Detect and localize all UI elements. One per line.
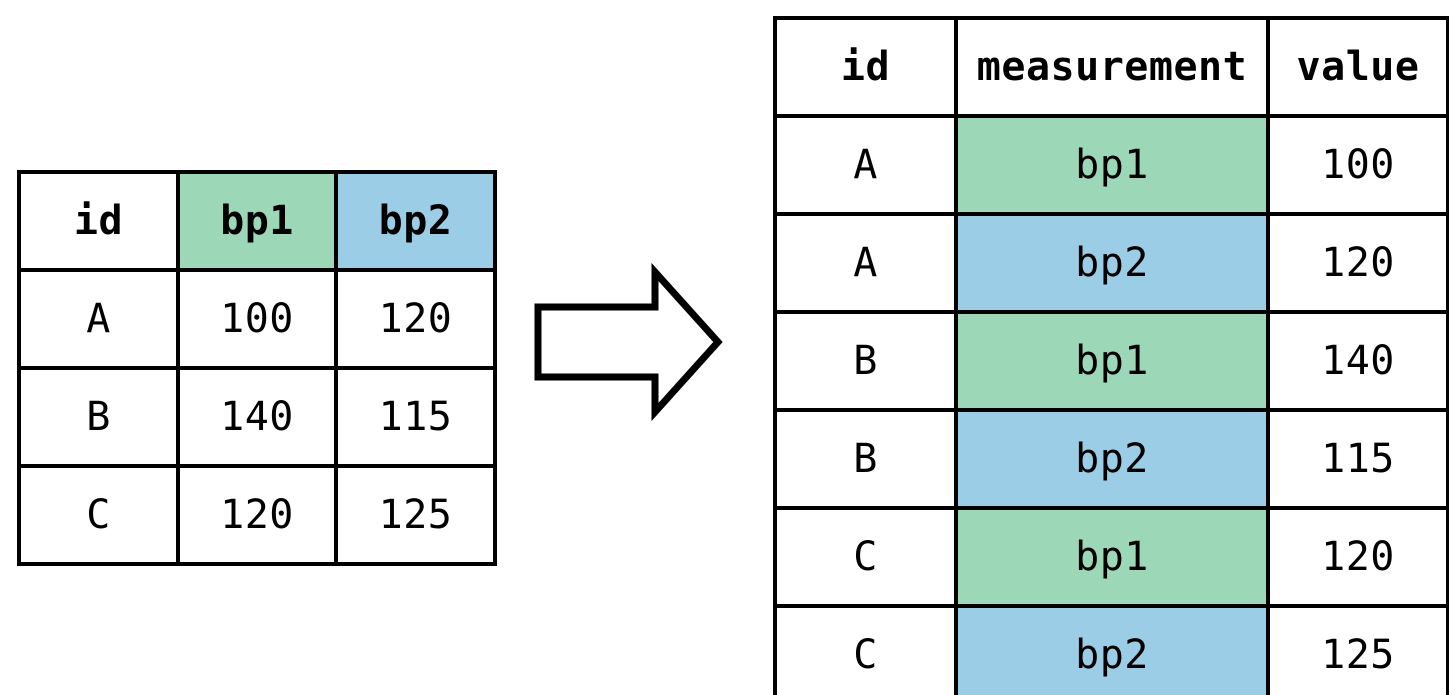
- long-cell-measurement: bp2: [954, 408, 1270, 510]
- long-cell-id: C: [773, 604, 958, 695]
- long-cell-id: A: [773, 114, 958, 216]
- long-cell-measurement: bp1: [954, 114, 1270, 216]
- long-cell-measurement: bp1: [954, 310, 1270, 412]
- table-row: A bp2 120: [773, 212, 1449, 314]
- table-row: C 120 125: [17, 464, 497, 566]
- long-cell-measurement: bp2: [954, 604, 1270, 695]
- long-header-id: id: [773, 16, 958, 118]
- long-cell-id: A: [773, 212, 958, 314]
- table-row: A 100 120: [17, 268, 497, 370]
- wide-cell-bp1: 140: [176, 366, 338, 468]
- table-row: C bp2 125: [773, 604, 1449, 695]
- wide-header-id: id: [17, 170, 180, 272]
- long-cell-measurement: bp1: [954, 506, 1270, 608]
- table-row: A bp1 100: [773, 114, 1449, 216]
- wide-cell-id: B: [17, 366, 180, 468]
- long-cell-measurement: bp2: [954, 212, 1270, 314]
- long-cell-id: C: [773, 506, 958, 608]
- wide-cell-bp2: 115: [334, 366, 497, 468]
- long-table-header: id measurement value: [773, 16, 1449, 118]
- long-cell-id: B: [773, 310, 958, 412]
- table-row: B 140 115: [17, 366, 497, 468]
- long-cell-value: 100: [1266, 114, 1449, 216]
- long-cell-id: B: [773, 408, 958, 510]
- table-row: B bp1 140: [773, 310, 1449, 412]
- long-cell-value: 125: [1266, 604, 1449, 695]
- long-cell-value: 115: [1266, 408, 1449, 510]
- wide-table-header: id bp1 bp2: [17, 170, 497, 272]
- wide-header-bp1: bp1: [176, 170, 338, 272]
- long-cell-value: 120: [1266, 212, 1449, 314]
- wide-cell-bp2: 125: [334, 464, 497, 566]
- long-header-value: value: [1266, 16, 1449, 118]
- wide-header-bp2: bp2: [334, 170, 497, 272]
- long-cell-value: 120: [1266, 506, 1449, 608]
- table-header-row: id measurement value: [773, 16, 1449, 118]
- long-table-body: A bp1 100 A bp2 120 B bp1 140 B bp2 115 …: [773, 114, 1449, 695]
- long-format-table: id measurement value A bp1 100 A bp2 120…: [773, 16, 1449, 695]
- wide-format-table: id bp1 bp2 A 100 120 B 140 115 C 120 125: [17, 170, 497, 566]
- wide-cell-id: A: [17, 268, 180, 370]
- long-header-measurement: measurement: [954, 16, 1270, 118]
- table-row: B bp2 115: [773, 408, 1449, 510]
- wide-cell-bp1: 100: [176, 268, 338, 370]
- right-arrow-icon: [528, 262, 728, 422]
- wide-cell-bp2: 120: [334, 268, 497, 370]
- wide-table-body: A 100 120 B 140 115 C 120 125: [17, 268, 497, 566]
- wide-cell-id: C: [17, 464, 180, 566]
- long-cell-value: 140: [1266, 310, 1449, 412]
- table-header-row: id bp1 bp2: [17, 170, 497, 272]
- wide-cell-bp1: 120: [176, 464, 338, 566]
- table-row: C bp1 120: [773, 506, 1449, 608]
